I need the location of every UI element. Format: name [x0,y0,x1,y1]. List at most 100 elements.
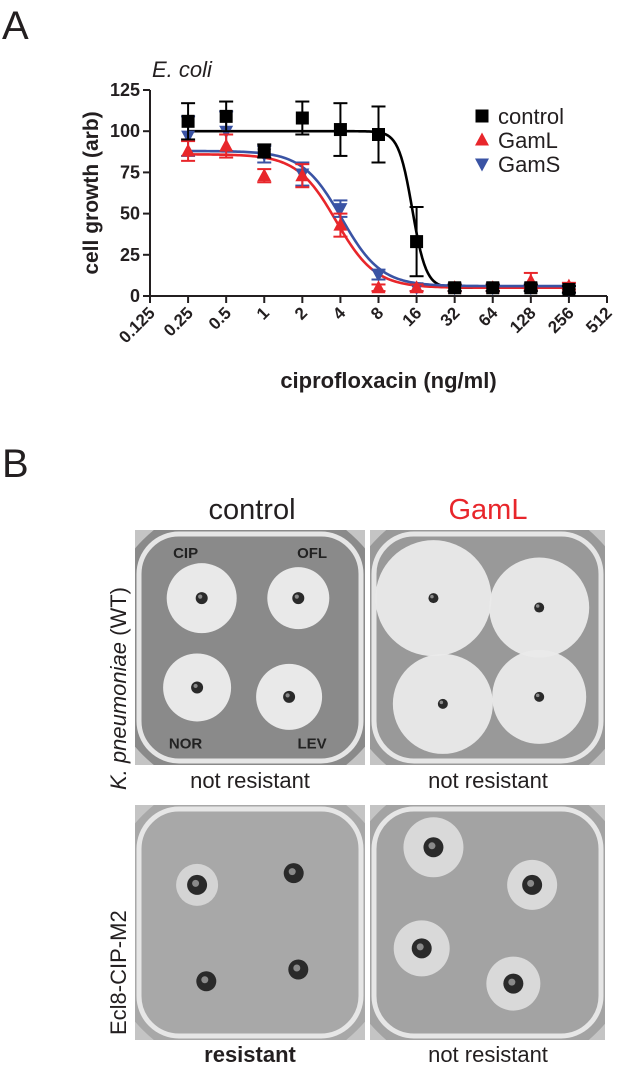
data-point [181,114,195,128]
data-point [410,235,424,249]
disk-label-ofl: OFL [297,545,327,562]
column-header-gaml: GamL [448,494,528,526]
plate-rim [371,806,604,1039]
data-point [295,168,310,182]
caption-control-wt: not resistant [190,768,310,793]
x-tick-label: 1 [253,303,273,323]
row-label-strain: (WT) [106,587,131,642]
plate-rim [136,531,364,764]
x-tick-label: 2 [291,303,311,323]
data-point [333,203,348,217]
x-tick-label: 512 [582,303,615,336]
x-tick-label: 16 [399,303,426,330]
y-tick-label: 50 [120,204,140,224]
data-point [295,111,309,125]
legend-label-control: control [498,104,564,129]
caption-gaml-ecl8: not resistant [428,1042,548,1067]
disk-highlight [193,683,198,689]
data-point [448,281,462,295]
chart-title: E. coli [152,57,213,82]
x-tick-label: 128 [506,303,539,336]
disk-highlight [285,693,290,698]
data-point [181,143,196,157]
y-tick-label: 125 [110,80,140,100]
panel-a-label: A [2,4,29,48]
plate-gaml-wt [370,530,605,765]
series-control [181,100,576,296]
row-label-k-pneumoniae: K. pneumoniae (WT) [106,587,132,790]
disk-highlight [288,868,296,876]
data-point [371,269,386,283]
x-tick-label: 8 [367,303,387,323]
disk-highlight [430,594,434,599]
y-tick-label: 0 [130,286,140,306]
legend-marker-gams [475,158,489,172]
legend-marker-control [475,109,489,123]
legend-label-gaml: GamL [498,128,558,153]
x-tick-label: 256 [544,303,577,336]
data-point [257,144,271,158]
disk-highlight [201,976,209,984]
data-point [333,123,347,137]
disk-highlight [535,693,540,698]
row-label-species: K. pneumoniae [106,642,131,790]
antibiotic-disk [534,602,545,613]
caption-gaml-wt: not resistant [428,768,548,793]
plate-rim [371,531,604,764]
data-point [371,280,386,294]
data-point [333,217,348,231]
antibiotic-disk [437,698,448,709]
data-point [257,168,272,182]
disk-highlight [535,604,540,608]
disk-highlight [192,879,200,887]
x-tick-label: 0.125 [115,303,159,347]
antibiotic-disk [428,593,439,604]
plate-rim [136,806,364,1039]
row-label-ecl8: Ecl8-CIP-M2 [106,910,132,1035]
fit-curve-gams [188,149,569,288]
disk-label-cip: CIP [173,545,198,562]
antibiotic-disk [292,592,305,605]
x-tick-label: 0.5 [205,303,235,333]
panel-b-label: B [2,442,29,486]
plate-image [370,805,605,1040]
x-axis-label: ciprofloxacin (ng/ml) [280,368,496,393]
data-point [486,281,500,295]
data-point [524,281,538,295]
legend-marker-gaml [475,132,489,146]
x-tick-label: 32 [437,303,464,330]
plate-control-ecl8 [135,805,365,1040]
plate-image [370,530,605,765]
data-point [219,109,233,123]
plate-gaml-ecl8 [370,805,605,1040]
data-point [562,282,576,296]
agar [135,530,365,765]
row-label-strain-2: Ecl8-CIP-M2 [106,910,131,1035]
disk-highlight [416,943,424,951]
disk-highlight [508,978,516,986]
x-tick-label: 4 [329,303,350,324]
y-tick-label: 100 [110,121,140,141]
plate-control-wt: CIP OFL NOR LEV [135,530,365,765]
antibiotic-disk [195,592,208,605]
disk-label-lev: LEV [298,736,327,753]
disk-highlight [198,594,203,599]
legend-label-gams: GamS [498,152,560,177]
disk-highlight [428,842,436,850]
x-tick-label: 64 [475,303,502,330]
data-point [219,138,234,152]
disk-highlight [527,879,535,887]
plate-image [135,805,365,1040]
column-header-control: control [208,494,296,526]
y-tick-label: 75 [120,162,140,182]
antibiotic-disk [534,691,545,702]
antibiotic-disk [191,681,204,694]
disk-highlight [294,594,299,599]
data-point [409,280,424,294]
disk-highlight [439,700,444,705]
x-tick-label: 0.25 [160,303,197,340]
plate-image: CIP OFL NOR LEV [135,530,365,765]
disk-label-nor: NOR [169,736,203,753]
agar [135,805,365,1040]
